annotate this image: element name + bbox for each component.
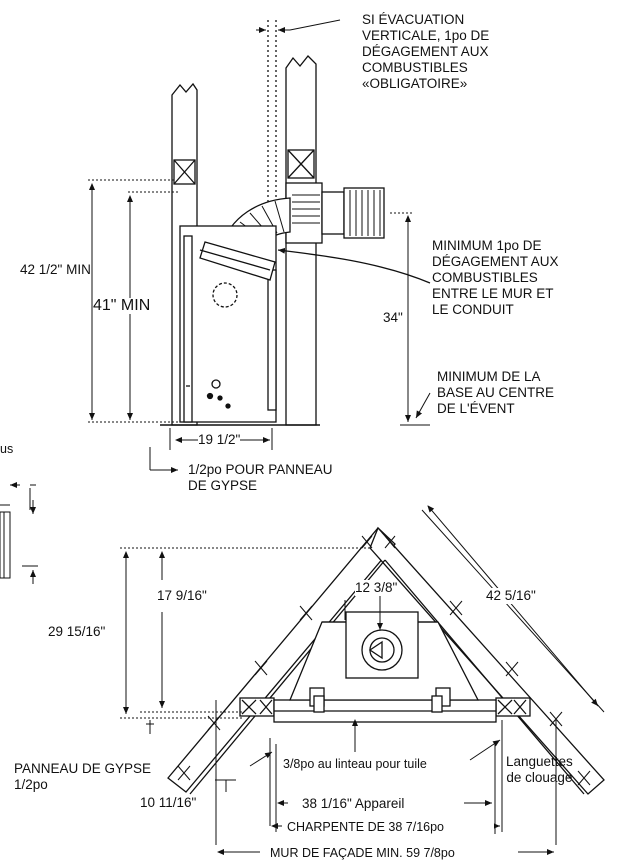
note-nailing-tabs-line-2: de clouage — [506, 770, 573, 785]
note-gypsum-panel-line-1: PANNEAU DE GYPSE — [14, 761, 152, 776]
note-nailing-tabs-line-1: Languettes — [506, 754, 573, 769]
note-vertical-vent-line-4: COMBUSTIBLES — [362, 60, 468, 75]
note-gypsum-panel: PANNEAU DE GYPSE 1/2po — [14, 761, 151, 793]
dim-41-min: 41" MIN — [93, 297, 151, 314]
note-gypsum-top: 1/2po POUR PANNEAU DE GYPSE — [188, 462, 333, 494]
note-lintel: 3/8po au linteau pour tuile — [283, 756, 427, 772]
access-port — [212, 282, 238, 308]
vent-termination — [343, 187, 385, 239]
front-framing-left — [239, 697, 275, 717]
dim-34: 34" — [383, 310, 403, 325]
note-vertical-vent-line-2: VERTICALE, 1po DE — [362, 28, 490, 43]
dim-42-5-16: 42 5/16" — [486, 588, 536, 604]
dim-appliance-width: 38 1/16" Appareil — [302, 796, 405, 811]
dim-12-3-8: 12 3/8" — [355, 580, 398, 596]
note-vertical-vent-line-3: DÉGAGEMENT AUX — [362, 44, 489, 59]
note-vertical-vent: SI ÉVACUATION VERTICALE, 1po DE DÉGAGEME… — [362, 12, 489, 92]
note-min-base-line-3: DE L'ÉVENT — [437, 401, 515, 416]
partial-detail-fragment — [0, 482, 38, 584]
note-vertical-vent-line-5: «OBLIGATOIRE» — [362, 76, 468, 91]
note-min-base-line-2: BASE AU CENTRE — [437, 385, 555, 400]
note-min-clearance-line-2: DÉGAGEMENT AUX — [432, 254, 559, 269]
dim-front-wall-min: MUR DE FAÇADE MIN. 59 7/8po — [270, 846, 455, 860]
note-min-clearance-line-4: ENTRE LE MUR ET — [432, 286, 554, 301]
note-min-clearance: MINIMUM 1po DE DÉGAGEMENT AUX COMBUSTIBL… — [432, 238, 559, 318]
note-gypsum-panel-line-2: 1/2po — [14, 777, 48, 792]
note-min-base: MINIMUM DE LA BASE AU CENTRE DE L'ÉVENT — [437, 369, 554, 417]
note-gypsum-top-line-2: DE GYPSE — [188, 478, 258, 493]
dim-29-15-16: 29 15/16" — [48, 624, 106, 640]
edge-fragment-text: us — [0, 442, 14, 456]
dim-19-1-2: 19 1/2" — [198, 432, 241, 448]
note-vertical-vent-line-1: SI ÉVACUATION — [362, 12, 465, 27]
dim-42-1-2-min: 42 1/2" MIN — [20, 262, 91, 277]
side-elevation-view — [160, 20, 431, 426]
dim-10-11-16: 10 11/16" — [140, 795, 197, 810]
note-min-clearance-line-3: COMBUSTIBLES — [432, 270, 538, 285]
dim-17-9-16: 17 9/16" — [157, 588, 207, 604]
note-min-clearance-line-5: LE CONDUIT — [432, 302, 514, 317]
dim-framing-width: CHARPENTE DE 38 7/16po — [287, 820, 445, 834]
note-gypsum-top-line-1: 1/2po POUR PANNEAU — [188, 462, 333, 477]
vent-pipe-wall-section — [285, 182, 323, 244]
note-min-base-line-1: MINIMUM DE LA — [437, 369, 541, 384]
note-nailing-tabs: Languettes de clouage — [506, 754, 573, 786]
note-min-clearance-line-1: MINIMUM 1po DE — [432, 238, 542, 253]
